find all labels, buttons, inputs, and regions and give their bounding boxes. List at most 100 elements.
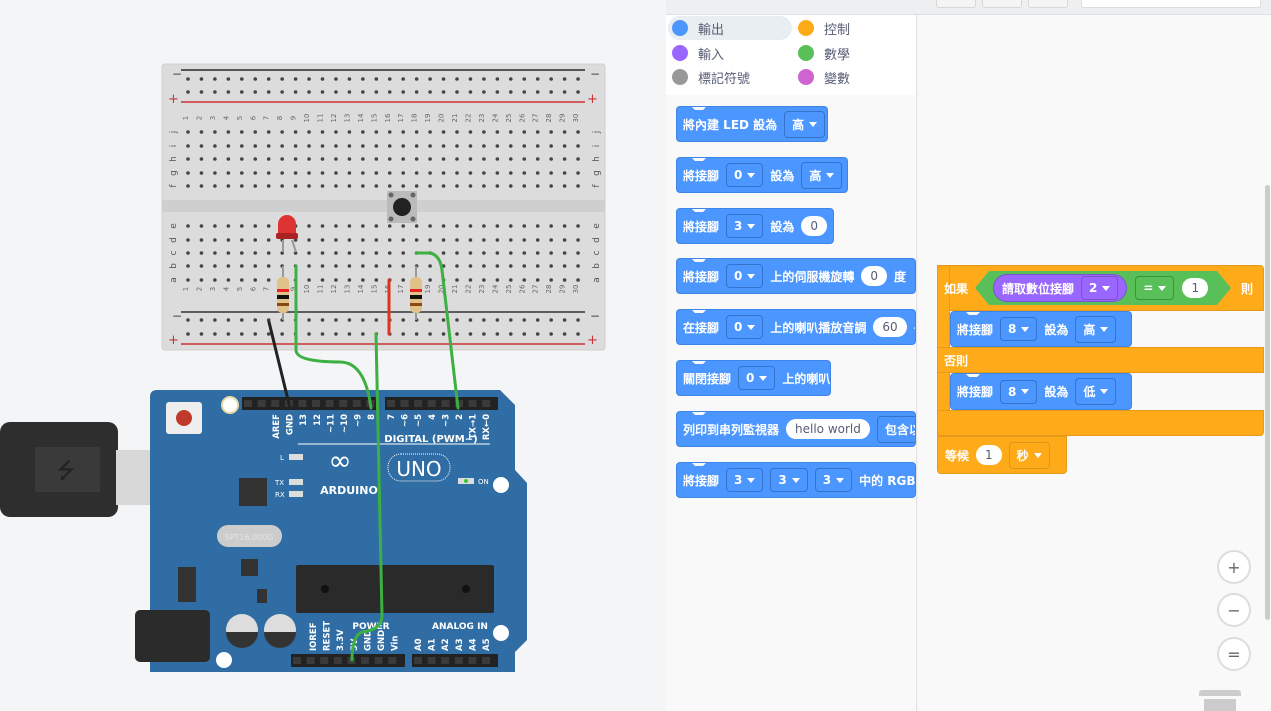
rail-hole[interactable] xyxy=(509,77,513,81)
header-pin[interactable] xyxy=(293,657,301,664)
zoom-reset-button[interactable]: = xyxy=(1217,637,1251,671)
breadboard-hole[interactable] xyxy=(576,144,580,148)
block-play-tone[interactable]: 在接腳0上的喇叭播放音調60長 xyxy=(676,309,916,345)
breadboard-hole[interactable] xyxy=(361,224,365,228)
breadboard-hole[interactable] xyxy=(387,184,392,188)
breadboard-hole[interactable] xyxy=(428,264,432,268)
breadboard-hole[interactable] xyxy=(401,130,406,134)
breadboard-hole[interactable] xyxy=(576,130,580,134)
breadboard-hole[interactable] xyxy=(347,264,352,268)
value-dropdown[interactable]: 高 xyxy=(1075,315,1117,343)
rail-hole[interactable] xyxy=(387,77,392,81)
rail-hole[interactable] xyxy=(334,332,338,336)
rail-hole[interactable] xyxy=(562,318,567,322)
block-set-builtin-led[interactable]: 將內建 LED 設為高 xyxy=(676,106,828,142)
breadboard-hole[interactable] xyxy=(455,224,459,228)
breadboard-hole[interactable] xyxy=(509,251,513,255)
breadboard-hole[interactable] xyxy=(549,157,553,161)
toolbar-button[interactable] xyxy=(1028,0,1068,8)
breadboard-hole[interactable] xyxy=(253,224,258,228)
breadboard-hole[interactable] xyxy=(509,130,513,134)
breadboard-hole[interactable] xyxy=(334,130,338,134)
breadboard-hole[interactable] xyxy=(186,157,190,161)
breadboard-hole[interactable] xyxy=(186,278,190,282)
toolbar-button[interactable] xyxy=(982,0,1022,8)
breadboard-hole[interactable] xyxy=(522,144,527,148)
pin-dropdown[interactable]: 8 xyxy=(1000,379,1038,404)
breadboard-hole[interactable] xyxy=(199,157,204,161)
resistor-led[interactable] xyxy=(277,266,289,320)
breadboard-hole[interactable] xyxy=(576,238,580,242)
rail-hole[interactable] xyxy=(253,77,258,81)
breadboard-hole[interactable] xyxy=(401,278,406,282)
breadboard-hole[interactable] xyxy=(320,130,325,134)
breadboard-hole[interactable] xyxy=(509,224,513,228)
breadboard-hole[interactable] xyxy=(199,144,204,148)
breadboard-hole[interactable] xyxy=(522,171,527,175)
value-dropdown[interactable]: 高 xyxy=(784,110,826,138)
rail-hole[interactable] xyxy=(468,77,473,81)
breadboard-hole[interactable] xyxy=(347,130,352,134)
rail-hole[interactable] xyxy=(535,332,540,336)
breadboard-hole[interactable] xyxy=(361,171,365,175)
rail-hole[interactable] xyxy=(441,77,446,81)
rail-hole[interactable] xyxy=(495,90,500,94)
breadboard-hole[interactable] xyxy=(307,251,311,255)
breadboard-hole[interactable] xyxy=(428,171,432,175)
breadboard-hole[interactable] xyxy=(307,184,311,188)
header-pin[interactable] xyxy=(427,400,436,407)
rail-hole[interactable] xyxy=(320,318,325,322)
breadboard-hole[interactable] xyxy=(199,278,204,282)
header-pin[interactable] xyxy=(454,657,463,664)
header-pin[interactable] xyxy=(361,657,369,664)
rail-hole[interactable] xyxy=(307,332,311,336)
breadboard-hole[interactable] xyxy=(441,144,446,148)
breadboard-hole[interactable] xyxy=(307,264,311,268)
rail-hole[interactable] xyxy=(280,332,284,336)
pin-dropdown[interactable]: 0 xyxy=(726,315,764,339)
breadboard-hole[interactable] xyxy=(253,171,258,175)
rail-hole[interactable] xyxy=(428,77,432,81)
category-control[interactable]: 控制 xyxy=(794,16,850,40)
breadboard-hole[interactable] xyxy=(387,144,392,148)
rail-hole[interactable] xyxy=(293,90,298,94)
breadboard-hole[interactable] xyxy=(266,157,271,161)
breadboard-hole[interactable] xyxy=(347,251,352,255)
breadboard-hole[interactable] xyxy=(401,171,406,175)
header-pin[interactable] xyxy=(257,400,266,407)
breadboard-hole[interactable] xyxy=(253,251,258,255)
breadboard-hole[interactable] xyxy=(186,171,190,175)
breadboard-hole[interactable] xyxy=(334,157,338,161)
rail-hole[interactable] xyxy=(482,90,486,94)
header-pin[interactable] xyxy=(320,657,329,664)
breadboard-hole[interactable] xyxy=(320,184,325,188)
breadboard-hole[interactable] xyxy=(387,157,392,161)
breadboard-hole[interactable] xyxy=(428,238,432,242)
breadboard-hole[interactable] xyxy=(347,157,352,161)
text-input[interactable]: hello world xyxy=(786,419,870,439)
breadboard-hole[interactable] xyxy=(509,238,513,242)
breadboard-hole[interactable] xyxy=(226,171,231,175)
breadboard-hole[interactable] xyxy=(468,251,473,255)
breadboard-hole[interactable] xyxy=(562,184,567,188)
breadboard-hole[interactable] xyxy=(562,171,567,175)
breadboard-hole[interactable] xyxy=(535,171,540,175)
breadboard-hole[interactable] xyxy=(468,157,473,161)
header-pin[interactable] xyxy=(482,400,491,407)
rail-hole[interactable] xyxy=(495,332,500,336)
breadboard-hole[interactable] xyxy=(441,224,446,228)
rail-hole[interactable] xyxy=(509,332,513,336)
rail-hole[interactable] xyxy=(535,318,540,322)
breadboard-hole[interactable] xyxy=(522,224,527,228)
breadboard-hole[interactable] xyxy=(293,251,298,255)
breadboard-hole[interactable] xyxy=(549,171,553,175)
breadboard-hole[interactable] xyxy=(307,130,311,134)
breadboard-hole[interactable] xyxy=(226,238,231,242)
breadboard-hole[interactable] xyxy=(347,224,352,228)
breadboard-hole[interactable] xyxy=(455,264,459,268)
breadboard-hole[interactable] xyxy=(549,278,553,282)
